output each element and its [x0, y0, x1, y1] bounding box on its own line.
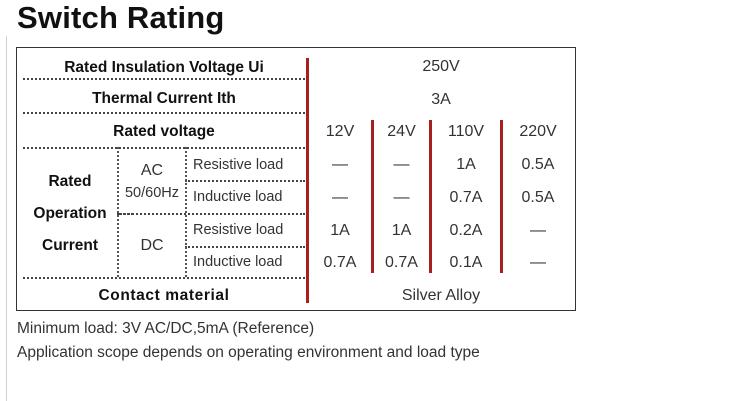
- application-scope-note: Application scope depends on operating e…: [17, 344, 480, 361]
- voltage-220v: 220V: [519, 123, 557, 140]
- column-separator: [117, 147, 119, 277]
- ac-inductive-load-label: Inductive load: [193, 189, 283, 205]
- ac-resistive-load-label: Resistive load: [193, 157, 284, 173]
- ac-resistive-12v: —: [332, 156, 348, 173]
- ac-frequency-label: 50/60Hz: [124, 185, 179, 201]
- rated-operation-current-label-3: Current: [42, 237, 98, 254]
- dc-resistive-12v: 1A: [330, 222, 350, 239]
- voltage-24v: 24V: [387, 123, 416, 140]
- voltage-12v: 12V: [325, 123, 355, 140]
- voltage-column-divider: [500, 120, 503, 273]
- dc-resistive-24v: 1A: [391, 222, 412, 239]
- page-title: Switch Rating: [17, 0, 225, 35]
- ac-label: AC: [140, 162, 164, 179]
- dc-inductive-220v: —: [530, 254, 546, 271]
- contact-material-value: Silver Alloy: [401, 287, 481, 304]
- insulation-voltage-label: Rated Insulation Voltage Ui: [64, 59, 264, 76]
- ac-resistive-220v: 0.5A: [521, 156, 555, 173]
- rated-operation-current-label-1: Rated: [48, 173, 92, 190]
- dc-label: DC: [140, 237, 164, 254]
- dc-inductive-12v: 0.7A: [323, 254, 357, 271]
- ac-inductive-220v: 0.5A: [521, 189, 555, 206]
- dc-inductive-24v: 0.7A: [385, 254, 418, 271]
- row-separator: [185, 246, 305, 248]
- ac-inductive-110v: 0.7A: [449, 189, 483, 206]
- row-separator: [23, 147, 305, 149]
- voltage-110v: 110V: [447, 123, 485, 140]
- column-separator: [185, 147, 187, 277]
- dc-resistive-110v: 0.2A: [449, 222, 483, 239]
- value-column-divider: [306, 58, 309, 303]
- contact-material-label: Contact material: [98, 287, 230, 304]
- ac-inductive-24v: —: [393, 189, 410, 206]
- thermal-current-label: Thermal Current Ith: [92, 90, 236, 107]
- voltage-column-divider: [371, 120, 374, 273]
- rated-voltage-label: Rated voltage: [113, 123, 215, 140]
- thermal-current-value: 3A: [431, 91, 451, 108]
- insulation-voltage-value: 250V: [422, 58, 460, 75]
- dc-resistive-220v: —: [530, 222, 546, 239]
- voltage-column-divider: [429, 120, 432, 273]
- row-separator: [23, 112, 305, 114]
- row-separator: [185, 180, 305, 182]
- row-separator: [23, 78, 305, 80]
- dc-resistive-load-label: Resistive load: [193, 222, 284, 238]
- ac-resistive-24v: —: [393, 156, 410, 173]
- dc-inductive-load-label: Inductive load: [193, 254, 283, 270]
- dc-inductive-110v: 0.1A: [449, 254, 483, 271]
- minimum-load-note: Minimum load: 3V AC/DC,5mA (Reference): [17, 320, 315, 337]
- page-left-rule: [6, 36, 7, 401]
- switch-rating-table: Rated Insulation Voltage Ui 250V Thermal…: [16, 47, 576, 311]
- row-separator: [117, 213, 305, 215]
- ac-resistive-110v: 1A: [456, 156, 476, 173]
- rated-operation-current-label-2: Operation: [23, 205, 117, 223]
- ac-inductive-12v: —: [332, 189, 348, 206]
- row-separator: [23, 277, 305, 279]
